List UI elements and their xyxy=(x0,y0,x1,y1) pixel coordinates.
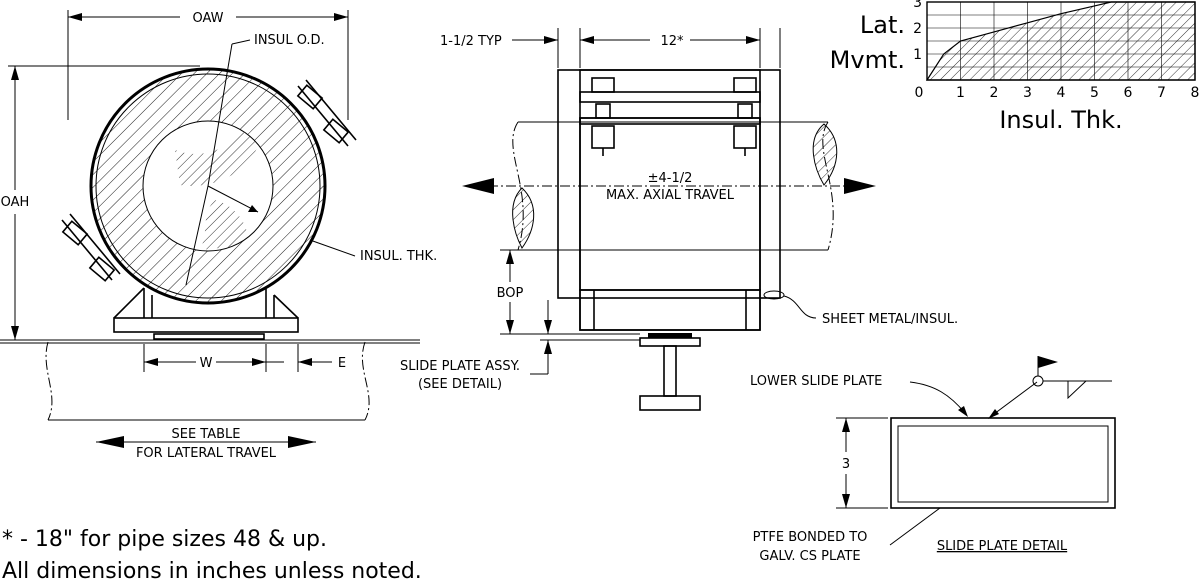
lateral-travel-label: FOR LATERAL TRAVEL xyxy=(136,446,277,461)
ptfe-label-line2: GALV. CS PLATE xyxy=(759,549,860,564)
graph-xlabel: Insul. Thk. xyxy=(999,106,1122,134)
see-table-label: SEE TABLE xyxy=(171,427,240,442)
lateral-movement-graph: 0 1 2 3 4 5 6 7 8 1 2 3 Lat. Mvmt. Insul. Thk. xyxy=(830,0,1200,134)
plate-outer xyxy=(890,417,1116,509)
w-label: W xyxy=(200,356,213,371)
side-bolts xyxy=(591,77,757,156)
shoe-base xyxy=(113,287,299,340)
width-12-label: 12* xyxy=(660,34,684,49)
detail-title: SLIDE PLATE DETAIL xyxy=(937,539,1068,554)
upper-clamp-bolts xyxy=(296,79,357,147)
x-tick-label: 7 xyxy=(1157,85,1166,101)
x-tick-label: 2 xyxy=(990,85,999,101)
x-tick-label: 0 xyxy=(915,85,924,101)
x-tick-label: 5 xyxy=(1090,85,1099,101)
slide-plate-detail: LOWER SLIDE PLATE 3 PTFE BONDED TO GALV.… xyxy=(750,356,1116,564)
insul-thk-label: INSUL. THK. xyxy=(360,249,437,264)
axial-travel-label: MAX. AXIAL TRAVEL xyxy=(606,188,735,203)
front-view: OAW INSUL O.D. OAH INSUL. THK. W E SEE T xyxy=(0,10,437,461)
graph-ticks: 0 1 2 3 4 5 6 7 8 1 2 3 xyxy=(913,0,1199,101)
y-tick-label: 2 xyxy=(913,21,922,37)
oaw-label: OAW xyxy=(192,11,223,26)
note-line-1: * - 18" for pipe sizes 48 & up. xyxy=(2,527,327,552)
y-tick-label: 3 xyxy=(913,0,922,11)
graph-ylabel-line1: Lat. xyxy=(860,11,905,39)
x-tick-label: 8 xyxy=(1191,85,1200,101)
x-tick-label: 6 xyxy=(1124,85,1133,101)
bop-label: BOP xyxy=(497,286,524,301)
lower-clamp-bolts xyxy=(61,213,121,282)
slide-assy-label: SLIDE PLATE ASSY. xyxy=(400,359,520,374)
y-tick-label: 1 xyxy=(913,47,922,63)
insulation-ring xyxy=(91,69,326,303)
note-line-2: All dimensions in inches unless noted. xyxy=(2,559,422,581)
x-tick-label: 1 xyxy=(956,85,965,101)
graph-area xyxy=(925,1,1196,81)
i-beam xyxy=(639,337,701,411)
pipe-circle xyxy=(142,120,274,252)
ptfe-layer xyxy=(897,425,1109,503)
insul-od-label: INSUL O.D. xyxy=(254,33,325,48)
side-pipe-break-right xyxy=(822,121,834,251)
x-tick-label: 3 xyxy=(1023,85,1032,101)
lower-plate-label: LOWER SLIDE PLATE xyxy=(750,374,882,389)
sheet-metal-label: SHEET METAL/INSUL. xyxy=(822,312,958,327)
e-label: E xyxy=(338,356,346,371)
pipe-section-mark xyxy=(175,130,260,250)
ptfe-label-line1: PTFE BONDED TO xyxy=(753,530,868,545)
axial-travel-value: ±4-1/2 xyxy=(648,171,693,186)
x-tick-label: 4 xyxy=(1057,85,1066,101)
insulation-outer xyxy=(89,67,327,305)
side-view: ±4-1/2 MAX. AXIAL TRAVEL 1-1/2 TYP 12* B… xyxy=(400,28,958,411)
dim-3-label: 3 xyxy=(842,457,850,472)
oah-label: OAH xyxy=(1,195,30,210)
typ-label: 1-1/2 TYP xyxy=(440,34,502,49)
front-pipe-break-right xyxy=(361,341,370,421)
graph-ylabel-line2: Mvmt. xyxy=(830,46,905,74)
see-detail-label: (SEE DETAIL) xyxy=(418,377,502,392)
front-pipe-break-left xyxy=(45,341,53,421)
